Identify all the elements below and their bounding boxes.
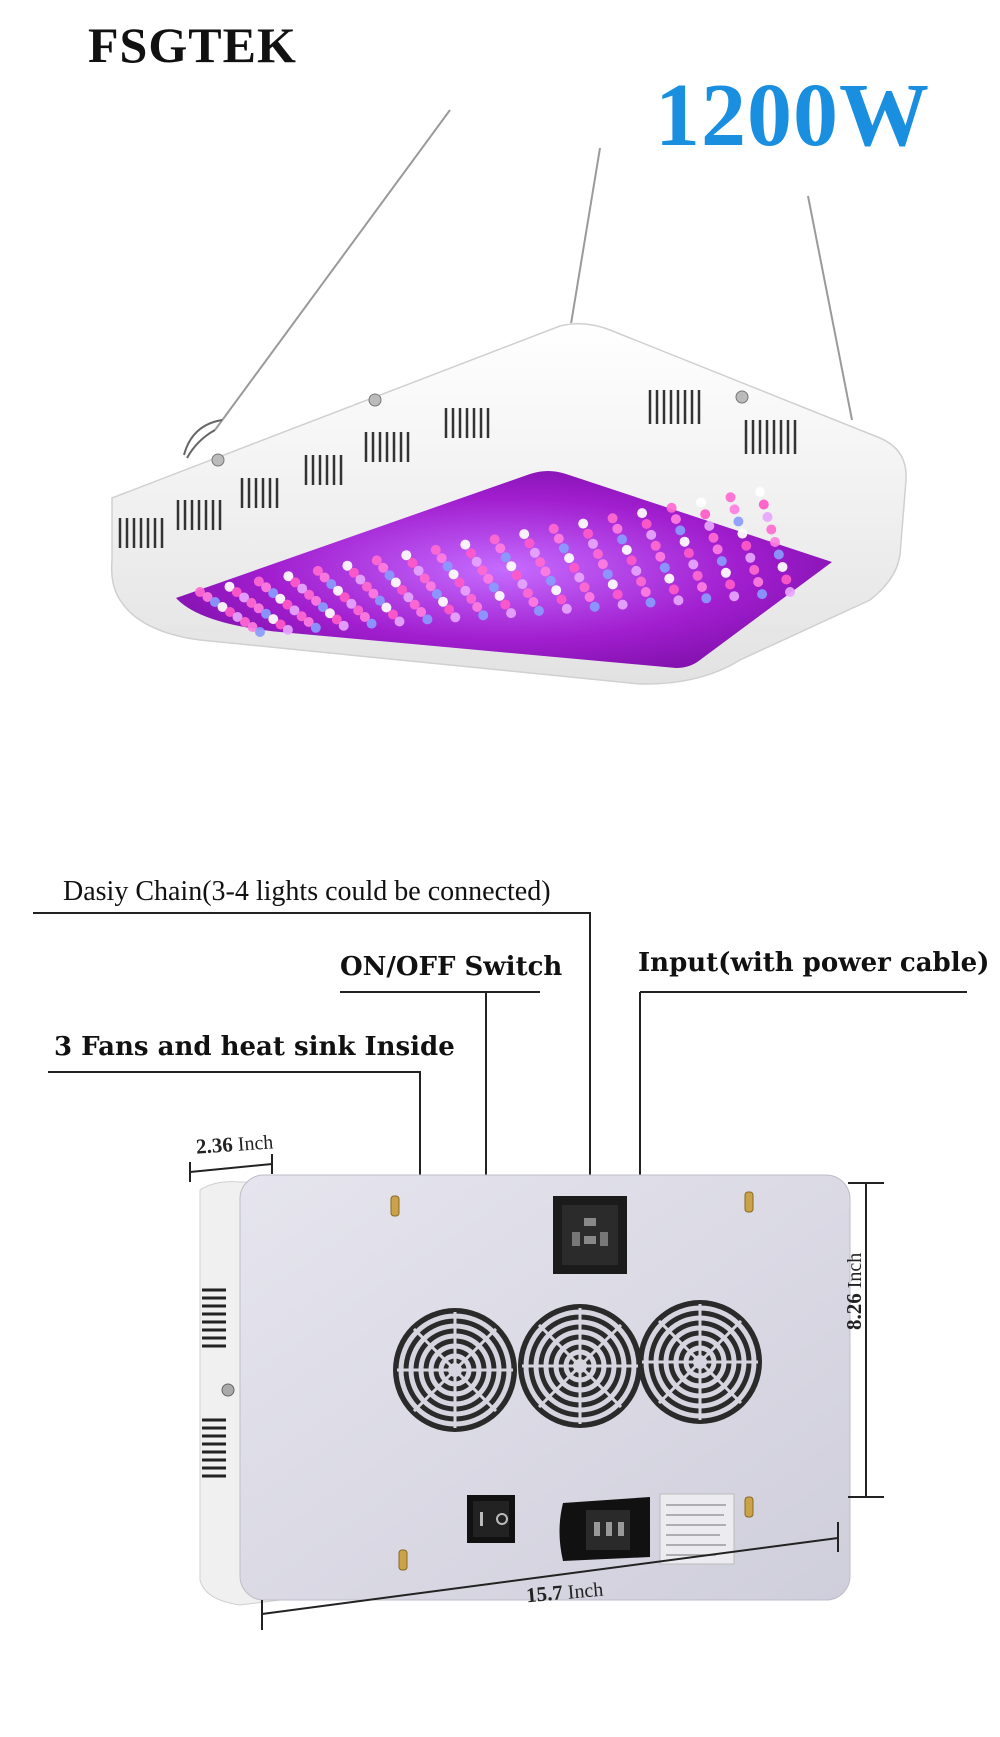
height-dimension: 8.26 Inch [842,1253,867,1330]
height-unit: Inch [844,1252,866,1289]
height-value: 8.26 [842,1293,866,1330]
width-unit: Inch [566,1578,605,1604]
depth-unit: Inch [237,1131,275,1156]
mount-screw [735,390,749,404]
wattage-label: 1200W [655,66,930,165]
brass-screws [390,1191,754,1571]
side-vent-slots [202,1288,226,1478]
hanging-wires [183,109,853,459]
daisy-chain-callout: Dasiy Chain(3-4 lights could be connecte… [63,876,551,907]
mount-screw [211,453,225,467]
led-array [195,487,795,637]
on-off-switch [467,1495,515,1543]
switch-callout: ON/OFF Switch [340,952,563,982]
mount-screw [368,393,382,407]
daisy-chain-socket [553,1196,627,1274]
depth-dimension-line [189,1154,273,1182]
fan-grilles [393,1300,762,1432]
width-value: 15.7 [525,1580,564,1608]
input-callout: Input(with power cable) [638,948,990,978]
power-inlet [559,1497,650,1561]
brand-logo: FSGTEK [88,17,297,73]
rating-label [659,1493,735,1565]
fans-callout: 3 Fans and heat sink Inside [54,1032,455,1062]
width-dimension-line [261,1522,839,1630]
depth-value: 2.36 [195,1132,234,1159]
height-dimension-line [848,1182,884,1498]
side-screw [221,1383,235,1397]
vent-slots [118,390,797,548]
